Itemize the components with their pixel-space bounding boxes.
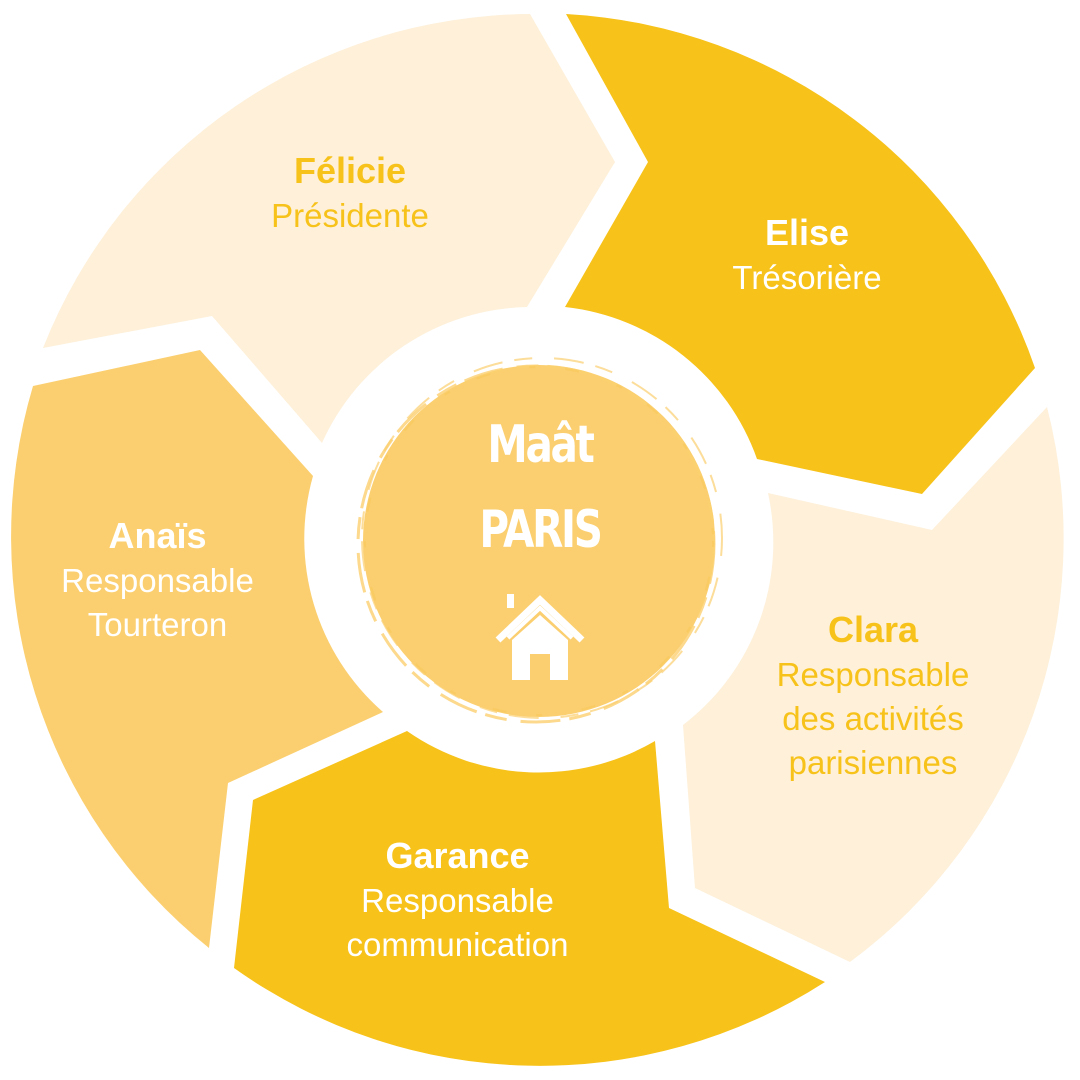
member-garance: Garance Responsable communication: [300, 833, 615, 967]
segment-felicie: [43, 14, 615, 443]
member-name: Garance: [385, 835, 530, 876]
member-role: Responsable: [776, 656, 970, 693]
member-felicie: Félicie Présidente: [230, 148, 470, 238]
member-name: Félicie: [293, 150, 407, 191]
member-role: Présidente: [271, 197, 429, 234]
member-name: Clara: [827, 609, 919, 650]
segment-clara: [683, 407, 1064, 962]
segment-garance: [234, 731, 825, 1066]
member-elise: Elise Trésorière: [687, 210, 927, 300]
member-role: communication: [346, 926, 569, 963]
home-icon: [495, 594, 585, 680]
member-role: Responsable: [361, 882, 554, 919]
member-role: des activités: [782, 700, 964, 737]
member-name: Anaïs: [108, 515, 207, 556]
member-role: Trésorière: [732, 259, 882, 296]
segment-elise: [565, 14, 1035, 494]
center-title-line2: PARIS: [479, 500, 603, 560]
center-circle: [356, 357, 723, 724]
member-anais: Anaïs Responsable Tourteron: [30, 513, 285, 647]
center-title-line1: Maât: [487, 415, 594, 475]
member-name: Elise: [764, 212, 850, 253]
member-role: parisiennes: [788, 744, 958, 781]
member-clara: Clara Responsable des activités parisien…: [743, 607, 1003, 785]
member-role: Responsable: [61, 562, 254, 599]
segment-anais: [11, 350, 384, 948]
member-role: Tourteron: [87, 606, 228, 643]
